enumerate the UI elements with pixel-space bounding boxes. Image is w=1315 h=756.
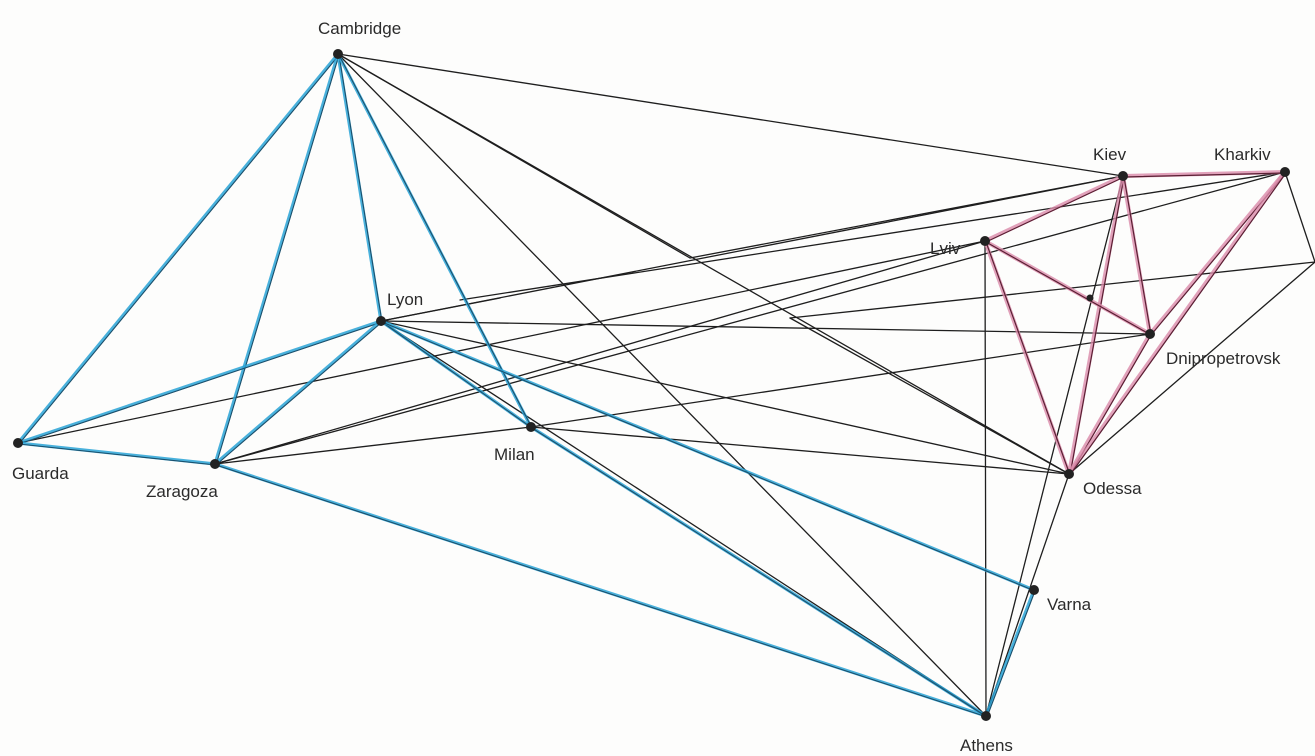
blue-edge-varna-athens bbox=[984, 588, 1036, 718]
black-edge-athens-lviv bbox=[984, 240, 987, 717]
blue-edge-lyon-zaragoza bbox=[213, 319, 383, 466]
blue-edge-cambridge-guarda bbox=[16, 52, 340, 445]
blue-edge-ink-cambridge-guarda bbox=[18, 54, 340, 445]
city-label-cambridge: Cambridge bbox=[318, 19, 401, 38]
black-edge-zaragoza-lviv bbox=[214, 240, 986, 465]
blue-edge-ink-lyon-milan bbox=[381, 321, 533, 429]
blue-edge-cambridge-zaragoza bbox=[213, 52, 340, 466]
blue-edge-ink-varna-athens bbox=[986, 590, 1036, 718]
node-cambridge bbox=[333, 49, 343, 59]
junction-dot bbox=[1086, 294, 1094, 302]
blue-edge-ink-lyon-zaragoza bbox=[215, 321, 383, 466]
stray-line-6 bbox=[459, 171, 1286, 301]
blue-edge-ink-cambridge-lyon bbox=[338, 54, 383, 323]
blue-edge-ink-lyon-guarda bbox=[18, 321, 383, 445]
node-odessa bbox=[1064, 469, 1074, 479]
city-label-odessa: Odessa bbox=[1083, 479, 1142, 498]
blue-edge-ink-cambridge-milan bbox=[338, 54, 533, 429]
node-guarda bbox=[13, 438, 23, 448]
stray-line-2 bbox=[789, 261, 1315, 319]
pink-edge-ink-kiev-kharkiv bbox=[1123, 172, 1287, 178]
pink-edges-layer bbox=[983, 170, 1287, 476]
blue-edge-zaragoza-athens bbox=[213, 462, 988, 718]
black-edge-lyon-kiev bbox=[380, 175, 1124, 322]
pink-edge-ink-kiev-lviv bbox=[985, 176, 1125, 243]
black-edge-cambridge-kiev bbox=[337, 53, 1124, 177]
node-kharkiv bbox=[1280, 167, 1290, 177]
black-edge-guarda-lviv bbox=[17, 240, 986, 444]
city-label-kharkiv: Kharkiv bbox=[1214, 145, 1271, 164]
node-milan bbox=[526, 422, 536, 432]
black-edge-cambridge-athens bbox=[337, 53, 987, 717]
stray-line-4 bbox=[1284, 171, 1315, 263]
pink-edge-kharkiv-odessa bbox=[1067, 170, 1287, 476]
stray-line-3 bbox=[789, 317, 1070, 475]
city-label-zaragoza: Zaragoza bbox=[146, 482, 218, 501]
blue-edge-cambridge-lyon bbox=[336, 52, 383, 323]
pink-edge-kiev-odessa bbox=[1067, 174, 1125, 476]
black-edge-zaragoza-milan bbox=[214, 426, 532, 465]
blue-edge-ink-guarda-zaragoza bbox=[18, 443, 217, 466]
node-athens bbox=[981, 711, 991, 721]
pink-edge-ink-kiev-dnipropetrovsk bbox=[1123, 176, 1152, 336]
stray-line-1 bbox=[689, 175, 1124, 259]
node-varna bbox=[1029, 585, 1039, 595]
pink-edge-ink-lviv-odessa bbox=[985, 241, 1071, 476]
node-kiev bbox=[1118, 171, 1128, 181]
blue-edges-layer bbox=[16, 52, 1036, 718]
blue-edge-lyon-guarda bbox=[16, 319, 383, 445]
node-lviv bbox=[980, 236, 990, 246]
pink-edge-ink-lviv-dnipropetrovsk bbox=[985, 241, 1152, 336]
city-label-milan: Milan bbox=[494, 445, 535, 464]
pink-edge-lviv-odessa bbox=[983, 239, 1071, 476]
black-edge-milan-odessa bbox=[530, 426, 1070, 475]
stray-line-7 bbox=[380, 297, 501, 322]
blue-edge-ink-zaragoza-athens bbox=[215, 464, 988, 718]
pink-edge-ink-kharkiv-odessa bbox=[1069, 172, 1287, 476]
city-label-lviv: Lviv bbox=[930, 239, 961, 258]
black-edge-zaragoza-kharkiv bbox=[214, 171, 1286, 465]
city-label-dnipropetrovsk: Dnipropetrovsk bbox=[1166, 349, 1281, 368]
node-dnipropetrovsk bbox=[1145, 329, 1155, 339]
city-label-lyon: Lyon bbox=[387, 290, 423, 309]
pink-edge-kiev-lviv bbox=[983, 174, 1125, 243]
city-label-athens: Athens bbox=[960, 736, 1013, 755]
black-edges-layer bbox=[17, 53, 1315, 717]
city-label-varna: Varna bbox=[1047, 595, 1092, 614]
blue-edge-ink-milan-athens bbox=[531, 427, 988, 718]
pink-edge-kiev-kharkiv bbox=[1121, 170, 1287, 178]
stray-line-0 bbox=[337, 53, 691, 259]
node-zaragoza bbox=[210, 459, 220, 469]
black-edge-lyon-dnipropetrovsk bbox=[380, 320, 1151, 335]
node-lyon bbox=[376, 316, 386, 326]
blue-edge-guarda-zaragoza bbox=[16, 441, 217, 466]
city-label-kiev: Kiev bbox=[1093, 145, 1127, 164]
blue-edge-ink-lyon-varna bbox=[381, 321, 1036, 592]
city-nodes-layer bbox=[13, 49, 1290, 721]
city-label-guarda: Guarda bbox=[12, 464, 69, 483]
pink-edge-kiev-dnipropetrovsk bbox=[1121, 174, 1152, 336]
stray-line-5 bbox=[1068, 261, 1315, 475]
black-edge-kiev-athens bbox=[985, 175, 1124, 717]
blue-edge-ink-cambridge-zaragoza bbox=[215, 54, 340, 466]
pink-edge-dnipropetrovsk-odessa bbox=[1067, 332, 1152, 476]
black-edge-milan-dnipropetrovsk bbox=[530, 333, 1151, 428]
pink-edge-ink-kiev-odessa bbox=[1069, 176, 1125, 476]
pink-edge-kharkiv-dnipropetrovsk bbox=[1148, 170, 1287, 336]
